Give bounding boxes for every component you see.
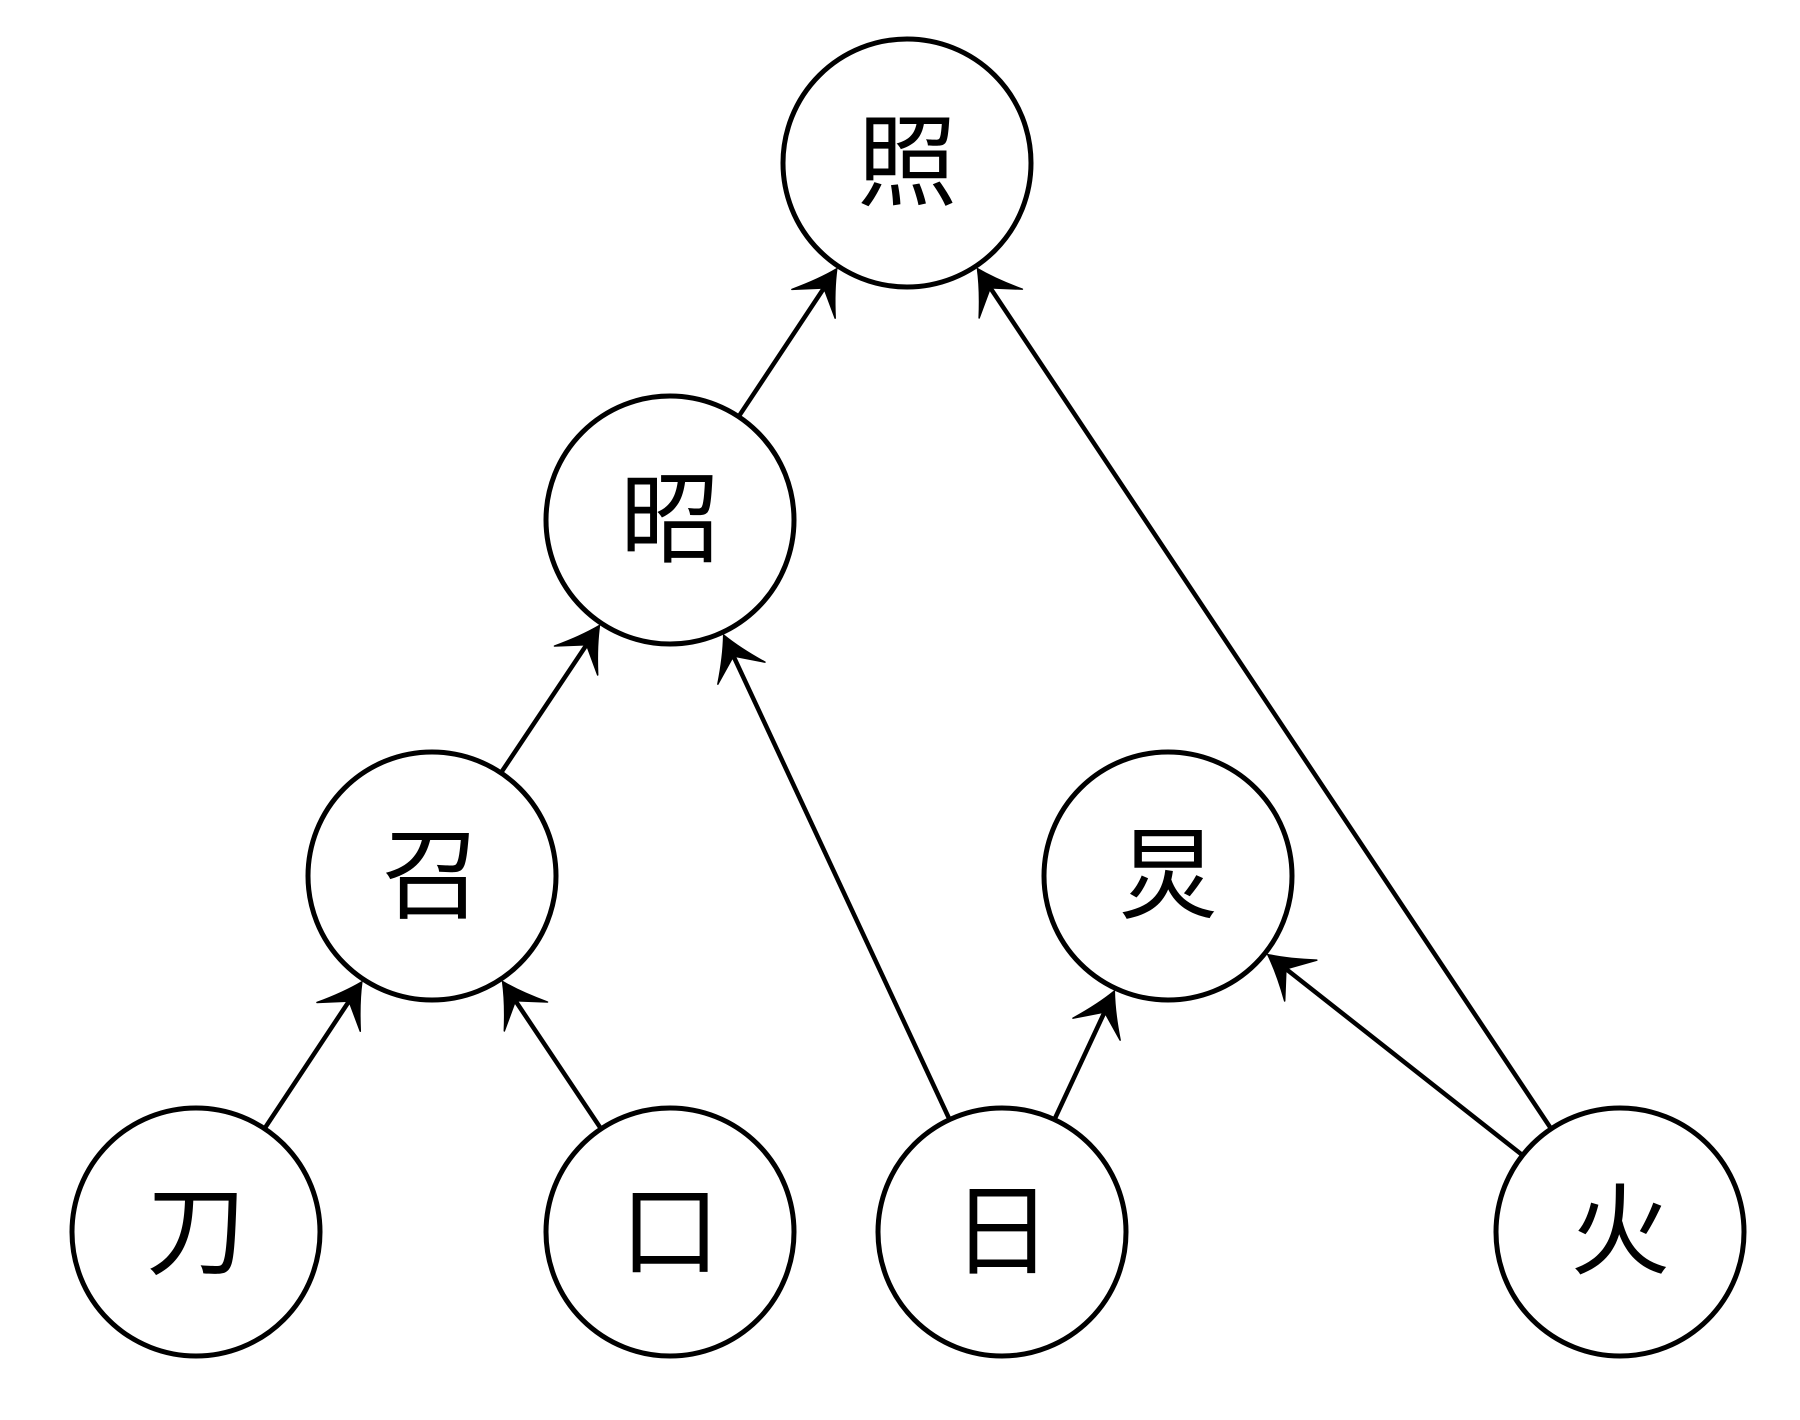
arrowhead-icon [1267,953,1318,1002]
node-label: 召 [382,818,482,935]
node-circle [305,749,559,1003]
edge-line [985,282,1554,1131]
edge-huo-to-zhao4 [976,267,1554,1131]
arrowhead-icon [717,634,766,685]
arrowhead-icon [316,981,363,1032]
arrowhead-icon [553,624,601,676]
node-huo: 火 [1493,1105,1747,1359]
edge-huo-to-jiong [1267,953,1524,1158]
edge-line [1280,963,1524,1158]
node-circle [1493,1105,1747,1359]
node-circle [69,1105,323,1359]
node-circle [780,36,1034,290]
edge-kou-to-zhao_call [501,980,603,1131]
edges-layer [262,267,1554,1158]
node-label: 刀 [146,1174,246,1291]
arrowhead-icon [1072,990,1121,1041]
node-zhao4: 照 [780,36,1034,290]
node-circle [1041,749,1295,1003]
node-label: 照 [857,105,957,222]
edge-line [262,995,354,1130]
edge-line [1052,1006,1109,1121]
node-zhao1: 昭 [543,393,797,647]
edge-line [729,650,952,1121]
node-label: 火 [1570,1174,1670,1291]
node-circle [543,1105,797,1359]
edge-dao-to-zhao_call [262,981,363,1130]
node-label: 昭 [620,462,720,579]
edge-ri-to-zhao1 [717,634,952,1121]
edge-ri-to-jiong [1052,990,1121,1121]
edge-line [736,282,829,418]
arrowhead-icon [976,267,1024,319]
edge-zhao_call-to-zhao1 [499,624,601,775]
edge-line [499,639,592,775]
node-kou: 口 [543,1105,797,1359]
node-label: 炅 [1118,818,1218,935]
node-jiong: 炅 [1041,749,1295,1003]
node-label: 口 [620,1174,720,1291]
node-circle [875,1105,1129,1359]
node-dao: 刀 [69,1105,323,1359]
node-ri: 日 [875,1105,1129,1359]
node-zhao_call: 召 [305,749,559,1003]
edge-zhao1-to-zhao4 [736,268,838,418]
arrowhead-icon [501,980,549,1032]
node-label: 日 [952,1174,1052,1291]
edge-line [510,995,603,1131]
nodes-layer: 照昭召 炅刀 口 日 火 [69,36,1747,1359]
node-circle [543,393,797,647]
arrowhead-icon [791,268,838,319]
